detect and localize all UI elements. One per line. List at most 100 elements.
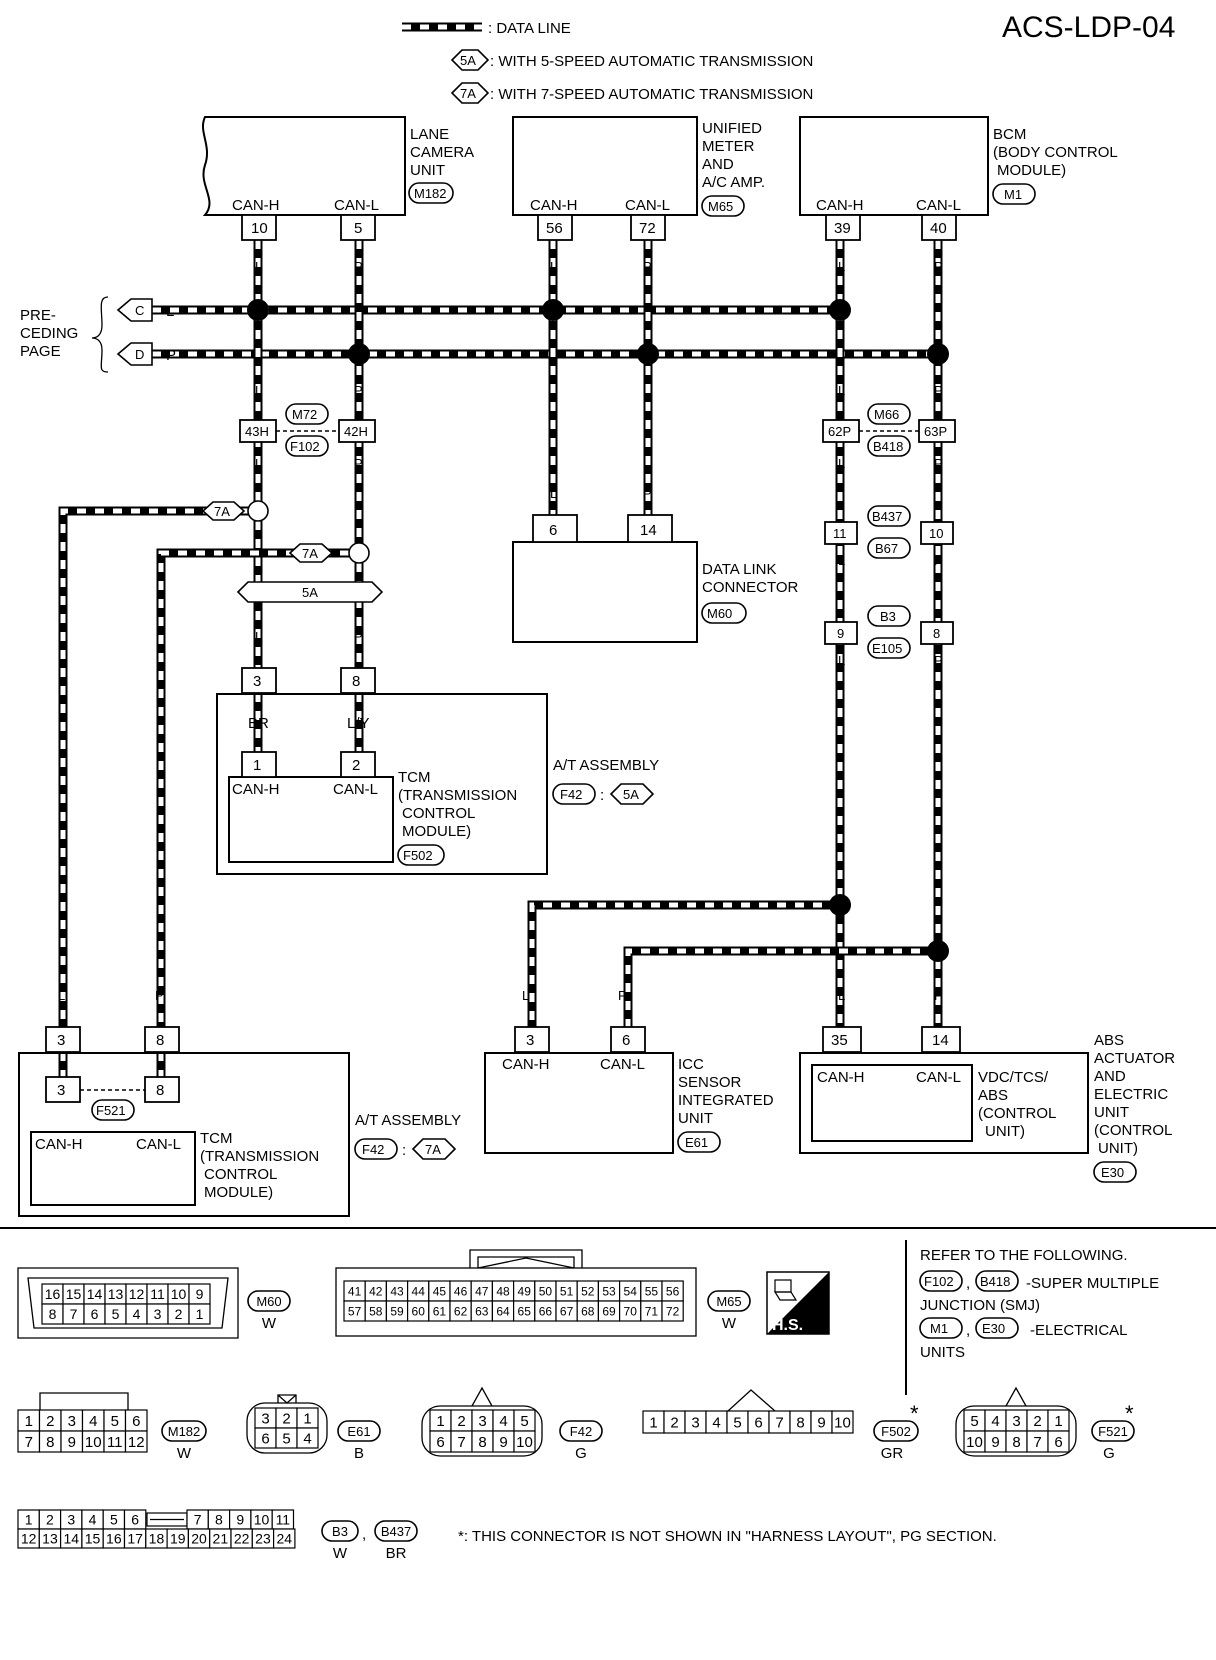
tcm5-name-4: MODULE) [402, 823, 471, 840]
m60-pin-label: 14 [87, 1286, 103, 1302]
m182-pin-label: 9 [68, 1434, 76, 1451]
f502-color: GR [881, 1445, 904, 1462]
j3-top-conn: B437 [872, 509, 902, 524]
refer-c3: M1 [930, 1321, 948, 1336]
b437-tag [374, 1520, 418, 1542]
f521-pin-label: 4 [991, 1413, 999, 1430]
joint-b437-b67: 11 10 B437 B67 [824, 505, 954, 559]
hs-badge: H.S. [766, 1271, 830, 1335]
tcm7-assembly-conn: F42 [362, 1142, 384, 1157]
f42-color: G [575, 1445, 587, 1462]
e61-pin-label: 3 [261, 1410, 269, 1427]
m182-color: W [177, 1445, 192, 1462]
m65-pin-label: 61 [433, 1304, 447, 1318]
m65-pin-label: 72 [666, 1304, 680, 1318]
b3-pin-label: 6 [131, 1512, 139, 1528]
bcm-can-h-label: CAN-H [816, 197, 864, 214]
j1-bottom-conn: F102 [290, 439, 320, 454]
m60-pin-label: 5 [112, 1306, 120, 1322]
tcm5-wire-br: BR [248, 715, 269, 732]
b3-pin-label: 12 [21, 1531, 37, 1547]
f42-housing [421, 1405, 543, 1457]
m60-tag [247, 1290, 291, 1312]
b3-pin-label: 5 [110, 1512, 118, 1528]
preceding-page-label-3: PAGE [20, 343, 61, 360]
abs-outer-7: UNIT) [1098, 1140, 1138, 1157]
b3-pin-label: 1 [25, 1512, 33, 1528]
f521-housing [955, 1405, 1077, 1457]
icc-can-l-label: CAN-L [600, 1056, 645, 1073]
refer-c1: F102 [924, 1274, 954, 1289]
preceding-c-text: C [135, 303, 144, 318]
m60-pin-label: 2 [175, 1306, 183, 1322]
preceding-page-label-2: CEDING [20, 325, 78, 342]
f521-pin-label: 2 [1033, 1413, 1041, 1430]
e61-pin-label: 6 [261, 1430, 269, 1447]
meter-can-l-label: CAN-L [625, 197, 670, 214]
wc-dlc-l: L [550, 486, 557, 501]
b3-pin-label: 19 [170, 1531, 186, 1547]
m60-pin-label: 4 [133, 1306, 141, 1322]
f521-pin-label: 7 [1033, 1434, 1041, 1451]
icc-name-4: UNIT [678, 1110, 713, 1127]
f521-cell [1047, 1430, 1070, 1453]
m60-color: W [262, 1315, 277, 1332]
f42-lock [471, 1386, 493, 1407]
m182-pin-label: 12 [128, 1434, 145, 1451]
abs-pin-h: 35 [831, 1032, 848, 1049]
lane-camera-can-l-label: CAN-L [334, 197, 379, 214]
f502-pin-label: 7 [775, 1414, 783, 1431]
icc-pin-l: 6 [622, 1032, 630, 1049]
f521-tag-text: F521 [1098, 1424, 1128, 1439]
wc-j3-l-bot: L [838, 553, 845, 568]
lane-camera-unit: CAN-H CAN-L LANE CAMERA UNIT M182 [202, 116, 474, 216]
m65-pin-label: 57 [348, 1304, 362, 1318]
wc-meter-p-top: P [643, 259, 652, 274]
f502-tag-text: F502 [881, 1424, 911, 1439]
m65-pin-label: 62 [454, 1304, 468, 1318]
j2-top-conn: M66 [874, 407, 899, 422]
m182-lock [39, 1392, 129, 1410]
abs-inner-2: ABS [978, 1087, 1008, 1104]
refer-c4: E30 [982, 1321, 1005, 1336]
f502-pin-label: 4 [712, 1414, 720, 1431]
icc-name-1: ICC [678, 1056, 704, 1073]
j3-pin-l: 10 [929, 526, 943, 541]
wc-j1-l-bot: L [255, 456, 262, 471]
f502-pin-label: 1 [649, 1414, 657, 1431]
bcm-connector: M1 [1004, 187, 1022, 202]
tcm5-can-h-label: CAN-H [232, 781, 280, 798]
m60-pin-label: 10 [171, 1286, 187, 1302]
wc-tcm7-l: L [58, 988, 65, 1003]
b3-pin-label: 20 [191, 1531, 207, 1547]
abs-outer-1: ABS [1094, 1032, 1124, 1049]
m65-pin-label: 64 [496, 1304, 510, 1318]
m60-housing [17, 1267, 239, 1339]
tcm-5a-unit: 3 8 BR L/Y 1 2 CAN-H CAN-L TCM (TRANSMIS… [216, 667, 659, 875]
tcm7-name-3: CONTROL [204, 1166, 277, 1183]
icc-name-3: INTEGRATED [678, 1092, 774, 1109]
m65-color: W [722, 1315, 737, 1332]
m182-pin-label: 1 [25, 1413, 33, 1430]
b3-pin-label: 2 [46, 1512, 54, 1528]
m60-pin-label: 8 [49, 1306, 57, 1322]
wc-abs-l: L [838, 988, 845, 1003]
m65-pin-label: 44 [412, 1284, 426, 1298]
f42-pin-label: 7 [457, 1434, 465, 1451]
m182-pin-label: 8 [46, 1434, 54, 1451]
j2-bottom-conn: B418 [873, 439, 903, 454]
m65-pin-label: 51 [560, 1284, 574, 1298]
e61-pin-label: 5 [282, 1430, 290, 1447]
b3-pin-label: 10 [254, 1512, 270, 1528]
m182-pin-label: 3 [68, 1413, 76, 1430]
m65-lock [469, 1249, 583, 1268]
f502-tag [873, 1420, 919, 1442]
tcm7-inner-pin-h: 3 [57, 1082, 65, 1099]
m65-pin-label: 71 [645, 1304, 659, 1318]
abs-outer-4: ELECTRIC [1094, 1086, 1168, 1103]
wc-tcm5-l: L [255, 629, 262, 644]
tcm7-connector: F521 [96, 1103, 126, 1118]
tcm7-outer-pin-l: 8 [156, 1032, 164, 1049]
